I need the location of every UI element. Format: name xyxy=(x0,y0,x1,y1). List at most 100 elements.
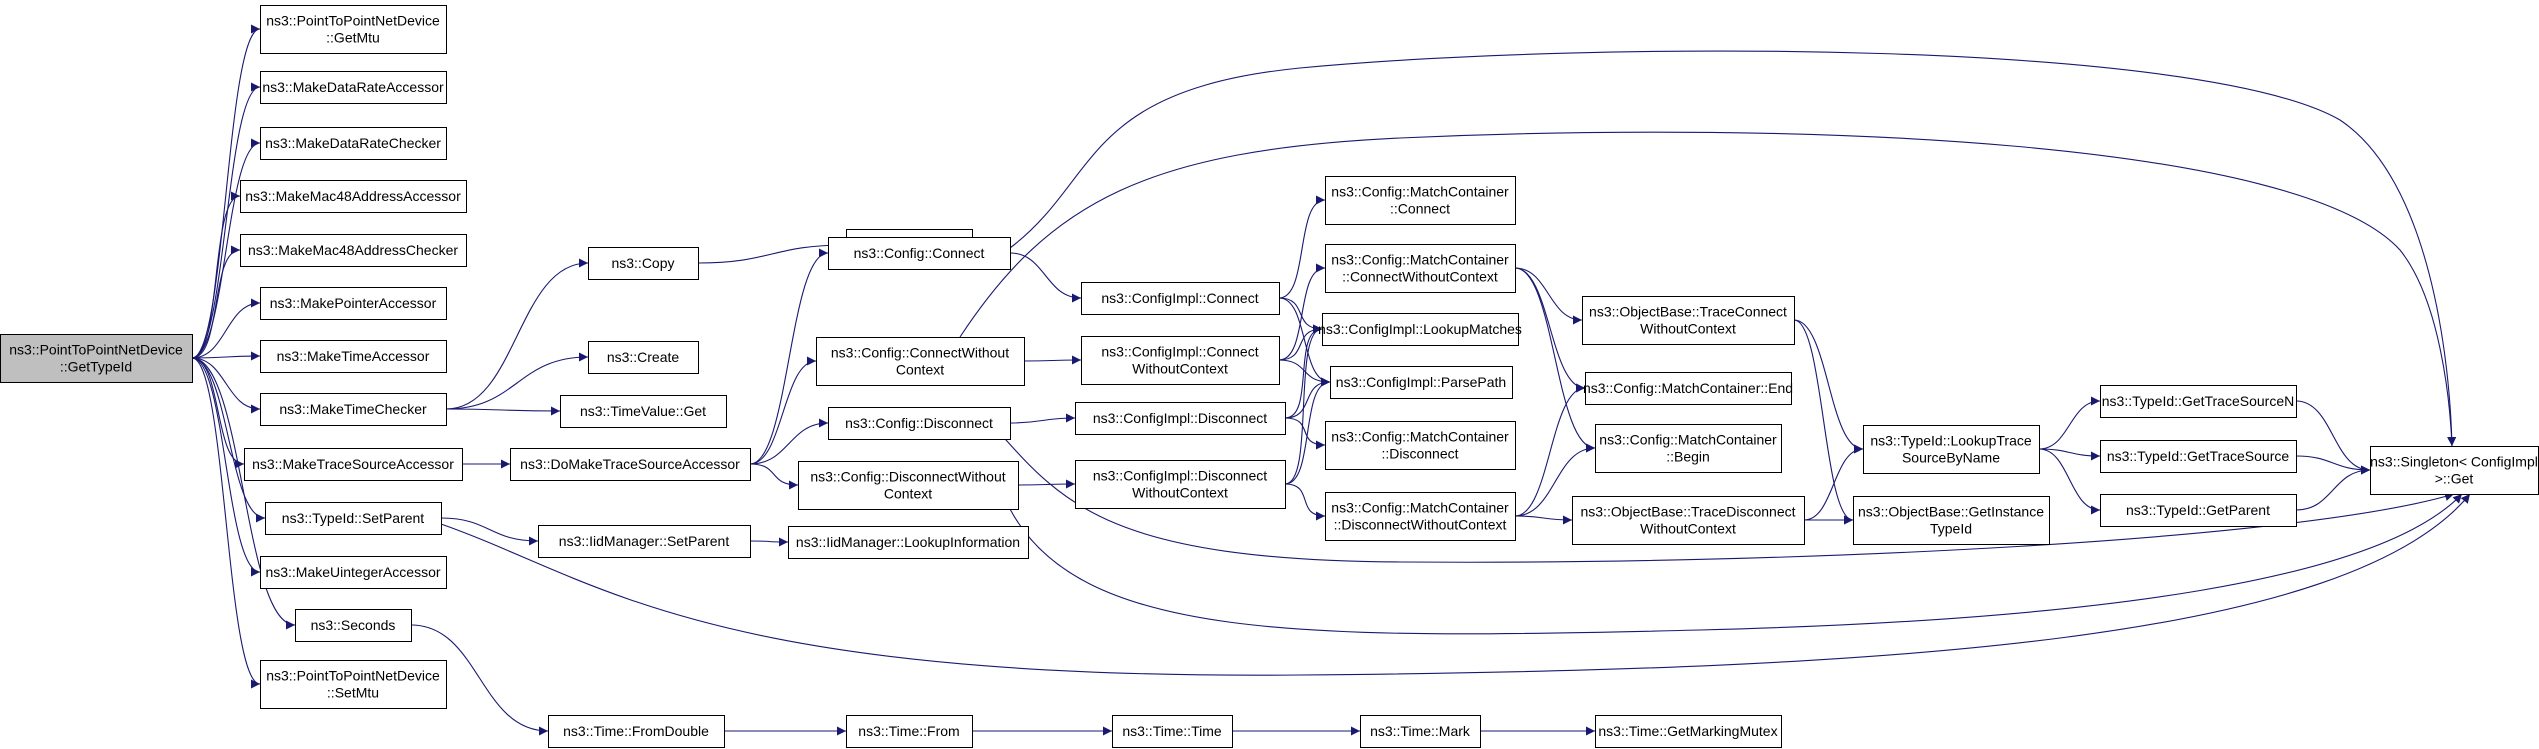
edge-obtdwc-to-lookuptrace xyxy=(1803,444,1864,521)
node-root[interactable]: ns3::PointToPointNetDevice::GetTypeId xyxy=(0,334,193,383)
node-seconds[interactable]: ns3::Seconds xyxy=(295,609,412,642)
node-mcconn[interactable]: ns3::Config::MatchContainer::Connect xyxy=(1325,176,1516,225)
node-getmtu[interactable]: ns3::PointToPointNetDevice::GetMtu xyxy=(260,5,447,54)
node-box xyxy=(0,334,193,383)
node-cidiscwc[interactable]: ns3::ConfigImpl::DisconnectWithoutContex… xyxy=(1075,460,1286,509)
node-dmtsa[interactable]: ns3::DoMakeTraceSourceAccessor xyxy=(510,448,751,481)
node-singleton[interactable]: ns3::Singleton< ConfigImpl >::Get xyxy=(2370,446,2539,495)
node-label: ns3::ConfigImpl::ParsePath xyxy=(1336,374,1506,390)
node-iidsetparent[interactable]: ns3::IidManager::SetParent xyxy=(538,525,751,558)
node-fromdouble[interactable]: ns3::Time::FromDouble xyxy=(548,715,725,748)
edge-dmtsa-to-cconnect xyxy=(749,248,829,465)
node-label: Context xyxy=(884,486,932,502)
edge-setparent-to-iidsetparent xyxy=(440,517,539,546)
edge-mcdiscwc-to-mcend xyxy=(1514,383,1586,517)
node-label: ::DisconnectWithoutContext xyxy=(1334,517,1507,533)
node-label: ns3::MakeMac48AddressAccessor xyxy=(245,188,461,204)
node-label: ns3::Config::MatchContainer xyxy=(1331,500,1509,516)
node-getparent[interactable]: ns3::TypeId::GetParent xyxy=(2100,494,2297,527)
node-mkptr[interactable]: ns3::MakePointerAccessor xyxy=(260,287,447,320)
node-ciparse[interactable]: ns3::ConfigImpl::ParsePath xyxy=(1330,366,1513,399)
node-cidisc[interactable]: ns3::ConfigImpl::Disconnect xyxy=(1075,402,1286,435)
edge-cidiscwc-to-ciparse xyxy=(1284,377,1331,485)
node-tfrom[interactable]: ns3::Time::From xyxy=(846,715,973,748)
node-box xyxy=(2370,446,2539,495)
node-box xyxy=(538,525,751,558)
node-box xyxy=(260,287,447,320)
node-mcend[interactable]: ns3::Config::MatchContainer::End xyxy=(1583,372,1793,405)
node-label: ns3::IidManager::SetParent xyxy=(559,533,730,549)
node-obtcwc[interactable]: ns3::ObjectBase::TraceConnectWithoutCont… xyxy=(1582,296,1795,345)
edge-mcdiscwc-to-obtdwc xyxy=(1514,515,1573,525)
node-label: ns3::ConfigImpl::Connect xyxy=(1101,290,1258,306)
node-cdiscwc[interactable]: ns3::Config::DisconnectWithoutContext xyxy=(798,461,1019,510)
node-label: ns3::TypeId::SetParent xyxy=(282,510,425,526)
node-label: ns3::Config::ConnectWithout xyxy=(831,345,1009,361)
node-cilookup[interactable]: ns3::ConfigImpl::LookupMatches xyxy=(1318,313,1522,346)
node-box xyxy=(1595,715,1782,748)
node-mcbegin[interactable]: ns3::Config::MatchContainer::Begin xyxy=(1595,424,1782,473)
node-tmark[interactable]: ns3::Time::Mark xyxy=(1360,715,1481,748)
edge-root-to-mktc xyxy=(191,357,261,414)
node-copy[interactable]: ns3::Copy xyxy=(588,247,699,280)
node-cconnect[interactable]: ns3::Config::Connect xyxy=(828,237,1011,270)
node-mkdrc[interactable]: ns3::MakeDataRateChecker xyxy=(260,127,447,160)
node-box xyxy=(260,393,447,426)
node-label: ::SetMtu xyxy=(327,685,379,701)
node-label: >::Get xyxy=(2435,471,2474,487)
node-setparent[interactable]: ns3::TypeId::SetParent xyxy=(265,502,442,535)
node-tvget[interactable]: ns3::TimeValue::Get xyxy=(560,395,727,428)
node-mcdisc[interactable]: ns3::Config::MatchContainer::Disconnect xyxy=(1325,421,1516,470)
node-setmtu[interactable]: ns3::PointToPointNetDevice::SetMtu xyxy=(260,660,447,709)
node-label: ns3::MakeDataRateAccessor xyxy=(262,79,444,95)
edge-mcconnwc-to-obtcwc xyxy=(1514,267,1583,325)
edge-mcconnwc-to-mcbegin xyxy=(1514,267,1596,453)
node-box xyxy=(1325,421,1516,470)
node-box xyxy=(1075,460,1286,509)
node-label: ns3::MakeDataRateChecker xyxy=(265,135,441,151)
node-label: ns3::Time::FromDouble xyxy=(563,723,709,739)
node-box xyxy=(1360,715,1481,748)
node-mkta[interactable]: ns3::MakeTimeAccessor xyxy=(260,340,447,373)
node-label: ns3::ObjectBase::GetInstance xyxy=(1858,504,2044,520)
node-create[interactable]: ns3::Create xyxy=(588,341,699,374)
node-getmarkmutex[interactable]: ns3::Time::GetMarkingMutex xyxy=(1595,715,1782,748)
node-box xyxy=(1081,336,1280,385)
node-ciconn[interactable]: ns3::ConfigImpl::Connect xyxy=(1081,282,1280,315)
node-label: ns3::TypeId::GetParent xyxy=(2126,502,2270,518)
node-ciconnwc[interactable]: ns3::ConfigImpl::ConnectWithoutContext xyxy=(1081,336,1280,385)
node-label: ns3::ConfigImpl::Connect xyxy=(1101,344,1258,360)
edge-ciconnwc-to-mcconnwc xyxy=(1278,263,1326,361)
node-label: ns3::Copy xyxy=(611,255,674,271)
node-ttime[interactable]: ns3::Time::Time xyxy=(1112,715,1233,748)
node-mktsa[interactable]: ns3::MakeTraceSourceAccessor xyxy=(244,448,463,481)
node-box xyxy=(1325,492,1516,541)
node-box xyxy=(1853,496,2050,545)
node-cdisc[interactable]: ns3::Config::Disconnect xyxy=(828,407,1011,440)
node-obtdwc[interactable]: ns3::ObjectBase::TraceDisconnectWithoutC… xyxy=(1572,496,1805,545)
node-lookupinfo[interactable]: ns3::IidManager::LookupInformation xyxy=(788,526,1029,559)
node-box xyxy=(798,461,1019,510)
node-box xyxy=(240,180,467,213)
node-getts[interactable]: ns3::TypeId::GetTraceSource xyxy=(2100,440,2297,473)
node-box xyxy=(1582,296,1795,345)
node-mcdiscwc[interactable]: ns3::Config::MatchContainer::DisconnectW… xyxy=(1325,492,1516,541)
edge-dmtsa-to-cdiscwc xyxy=(749,463,799,490)
node-mkdra[interactable]: ns3::MakeDataRateAccessor xyxy=(260,71,447,104)
node-cconnwc[interactable]: ns3::Config::ConnectWithoutContext xyxy=(816,337,1025,386)
node-label: ns3::TypeId::LookupTrace xyxy=(1870,433,2032,449)
node-gettsn[interactable]: ns3::TypeId::GetTraceSourceN xyxy=(2100,385,2297,418)
edge-cidiscwc-to-cilookup xyxy=(1284,324,1323,485)
node-mcconnwc[interactable]: ns3::Config::MatchContainer::ConnectWith… xyxy=(1325,244,1516,293)
node-mkmaca[interactable]: ns3::MakeMac48AddressAccessor xyxy=(240,180,467,213)
node-label: WithoutContext xyxy=(1640,321,1736,337)
node-label: ns3::Create xyxy=(607,349,680,365)
edge-cdiscwc-to-singleton xyxy=(1009,493,2463,635)
node-mktc[interactable]: ns3::MakeTimeChecker xyxy=(260,393,447,426)
node-box xyxy=(548,715,725,748)
node-mkmacc[interactable]: ns3::MakeMac48AddressChecker xyxy=(240,234,467,267)
node-mkuia[interactable]: ns3::MakeUintegerAccessor xyxy=(260,556,447,589)
node-label: ns3::Config::MatchContainer xyxy=(1331,184,1509,200)
